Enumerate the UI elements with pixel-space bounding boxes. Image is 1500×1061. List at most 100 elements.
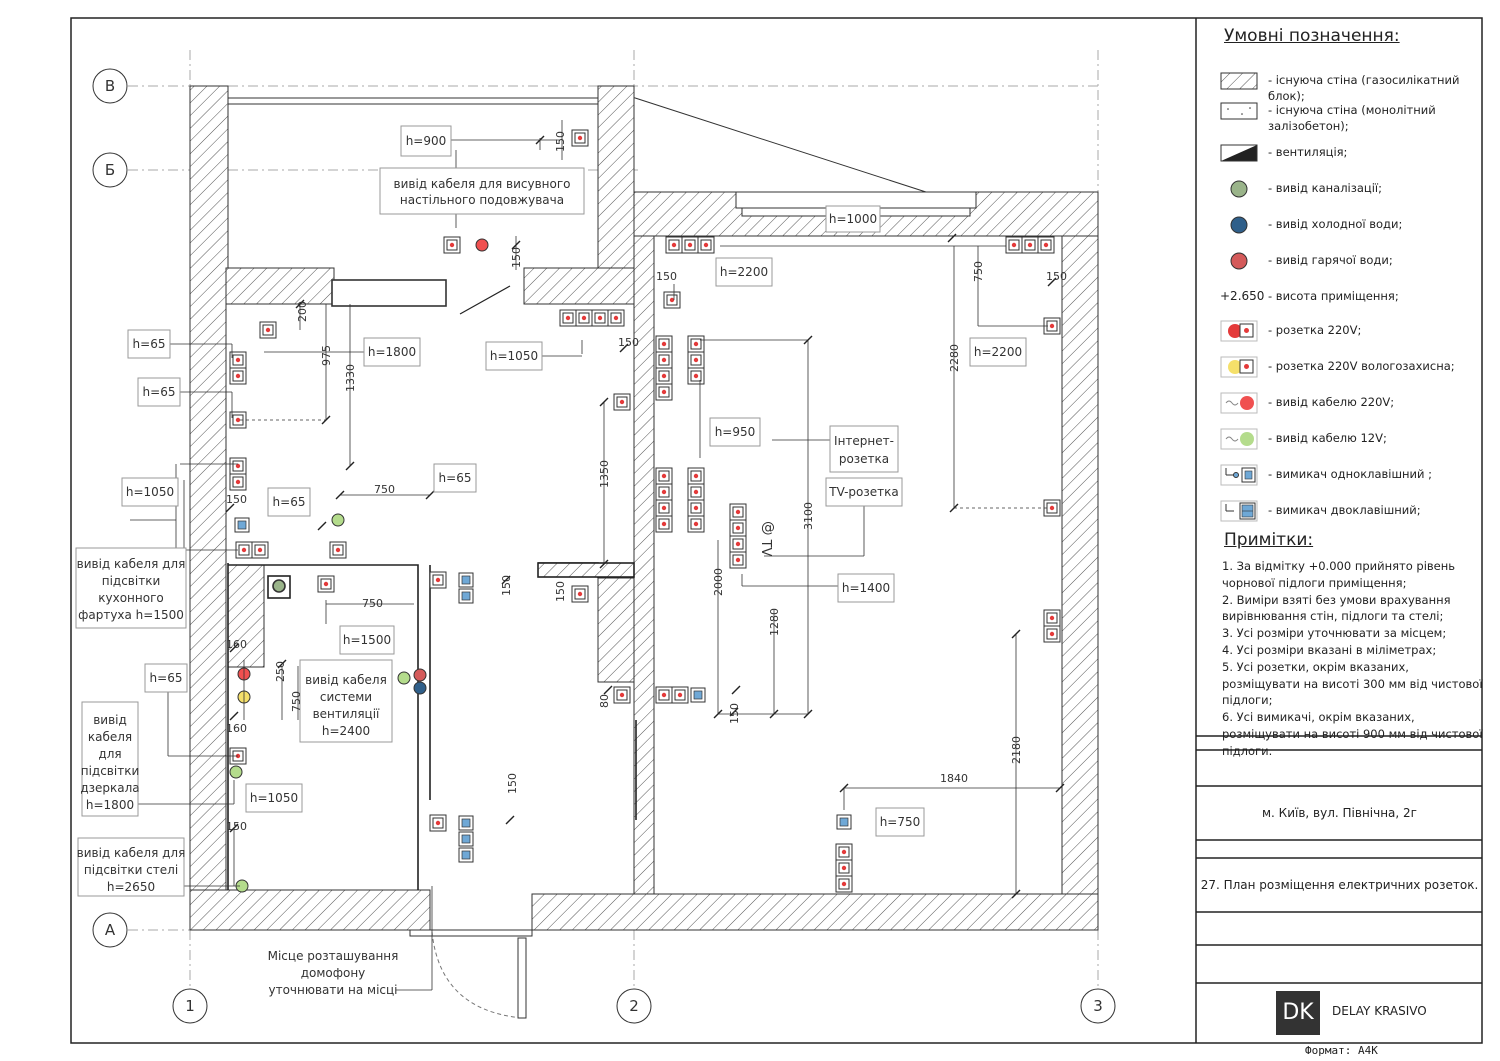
callout-h750 — [875, 807, 925, 837]
axis-marker-a — [92, 912, 128, 948]
switch — [690, 687, 706, 703]
ventilation-icon — [1220, 144, 1258, 162]
axis-marker-2 — [616, 988, 652, 1024]
label-mirror-5: дзеркала — [80, 781, 139, 795]
callout-h1500 — [339, 625, 395, 655]
dim-160: 160 — [226, 722, 247, 735]
callout-h65-e — [144, 663, 188, 693]
callout-h65-b — [137, 377, 181, 407]
dim-750: 750 — [362, 597, 383, 610]
dim-1330: 1330 — [344, 364, 357, 392]
legend-item: - вентиляція; — [1198, 138, 1481, 168]
axis-marker-1 — [172, 988, 208, 1024]
dimension-ticks — [225, 135, 1065, 899]
callout-h1800 — [363, 337, 421, 367]
callout-apron — [75, 547, 187, 629]
axis-label-3: 3 — [1093, 997, 1103, 1015]
sheet-format: Формат: А4К — [1305, 1044, 1378, 1057]
callout-vent — [299, 659, 393, 743]
socket — [429, 571, 447, 589]
label-h1000: h=1000 — [829, 212, 877, 226]
concrete-wall-icon — [1220, 102, 1258, 120]
axis-marker-3 — [1080, 988, 1116, 1024]
dim-3100: 3100 — [802, 502, 815, 530]
switch — [458, 847, 474, 863]
callout-h1000 — [825, 205, 881, 233]
dim-2180: 2180 — [1010, 736, 1023, 764]
label-h1050-c: h=1050 — [250, 791, 298, 805]
legend-label: - існуюча стіна (газосилікатний блок); — [1268, 73, 1460, 103]
legend-label: - вентиляція; — [1268, 145, 1348, 159]
callout-h65-a — [127, 329, 171, 359]
socket — [1043, 625, 1061, 643]
dim-1840: 1840 — [940, 772, 968, 785]
legend-label: - існуюча стіна (монолітний залізобетон)… — [1268, 103, 1436, 133]
label-h65-c: h=65 — [273, 495, 306, 509]
callout-tv — [825, 477, 903, 507]
label-h1800: h=1800 — [368, 345, 416, 359]
label-mirror-1: вивід — [93, 713, 127, 727]
socket — [229, 473, 247, 491]
dim-150: 150 — [506, 773, 519, 794]
sheet-title: 27. План розміщення електричних розеток. — [1200, 878, 1479, 892]
socket — [655, 383, 673, 401]
socket — [655, 367, 673, 385]
socket — [663, 291, 681, 309]
label-tv: TV-розетка — [828, 485, 898, 499]
callout-h1050-c — [245, 783, 303, 813]
dim-250: 250 — [274, 661, 287, 682]
callout-h1050-a — [485, 341, 543, 371]
callout-h2200-b — [969, 337, 1027, 367]
socket — [687, 335, 705, 353]
legend-title: Умовні позначення: — [1224, 26, 1400, 46]
axis-markers: В Б А 1 2 3 — [92, 68, 1116, 1024]
label-internet-2: розетка — [839, 452, 889, 466]
legend-item: - вивід холодної води; — [1198, 210, 1481, 240]
callout-h65-d — [433, 463, 477, 493]
label-h65-b: h=65 — [143, 385, 176, 399]
dim-975: 975 — [320, 345, 333, 366]
label-intercom-1: Місце розташування — [268, 949, 399, 963]
label-h65-a: h=65 — [133, 337, 166, 351]
callout-internet — [829, 425, 899, 473]
socket — [687, 367, 705, 385]
socket-220v-icon — [1220, 320, 1258, 342]
socket — [687, 483, 705, 501]
legend-label: - вимикач двоклавішний; — [1268, 503, 1421, 517]
socket — [613, 393, 631, 411]
label-h950: h=950 — [715, 425, 756, 439]
socket — [681, 236, 699, 254]
dim-750: 750 — [374, 483, 395, 496]
socket — [729, 551, 747, 569]
note-item: 1. За відмітку +0.000 прийнято рівень чо… — [1222, 559, 1456, 590]
callouts: h=900 вивід кабеля для висувного настіль… — [75, 125, 1027, 997]
label-h900: h=900 — [406, 134, 447, 148]
socket — [575, 309, 593, 327]
label-mirror-4: підсвітки — [81, 764, 140, 778]
callout-h950 — [709, 417, 761, 447]
label-ceiling-2: підсвітки стелі — [84, 863, 178, 877]
company-name: DELAY KRASIVO — [1332, 1004, 1427, 1018]
socket — [443, 236, 461, 254]
socket — [229, 367, 247, 385]
socket-waterproof-icon — [1220, 356, 1258, 378]
socket — [1037, 236, 1055, 254]
legend-item: - розетка 220V; — [1198, 316, 1481, 346]
legend-item: - вимикач одноклавішний ; — [1198, 460, 1481, 490]
label-intercom-3: уточнювати на місці — [269, 983, 398, 997]
legend-item: - вивід каналізації; — [1198, 174, 1481, 204]
legend-label: - розетка 220V; — [1268, 323, 1362, 337]
socket — [665, 236, 683, 254]
note-item: 6. Усі вимикачі, окрім вказаних, розміщу… — [1222, 710, 1483, 758]
switch — [458, 815, 474, 831]
socket — [697, 236, 715, 254]
socket — [655, 335, 673, 353]
label-ceiling-1: вивід кабеля для — [77, 846, 186, 860]
axis-marker-be — [92, 152, 128, 188]
height-mark-icon: +2.650 — [1220, 289, 1265, 303]
dimension-values: 150 150 200 975 1330 150 750 1350 750 15… — [226, 131, 1067, 833]
socket — [229, 457, 247, 475]
notes-title: Примітки: — [1224, 530, 1314, 550]
label-apron-1: вивід кабеля для — [77, 557, 186, 571]
